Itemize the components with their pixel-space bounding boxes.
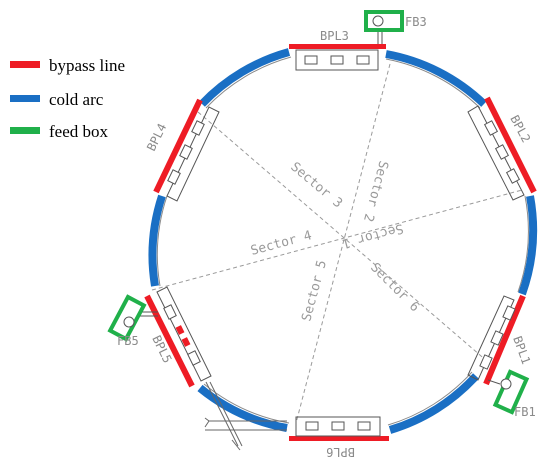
bypass-bpl5: BPL5 bbox=[140, 286, 212, 388]
bpl5-magnet-3 bbox=[187, 350, 201, 366]
cold-arcs bbox=[148, 48, 538, 434]
legend: bypass line cold arc feed box bbox=[10, 56, 125, 141]
bpl3-magnet-2 bbox=[330, 55, 344, 65]
bypass-bpl2: BPL2 bbox=[467, 96, 537, 201]
sector-4-label: Sector 4 bbox=[249, 228, 314, 259]
divider-bpl3-bpl6 bbox=[295, 63, 391, 424]
bpl3-magnet-1 bbox=[304, 55, 318, 65]
bpl1-bypass-line bbox=[483, 294, 526, 386]
transfer-lines bbox=[204, 381, 287, 451]
bpl6-magnet-3 bbox=[357, 421, 371, 431]
bpl4-magnet-3 bbox=[167, 169, 181, 185]
bpl1-magnet-3 bbox=[479, 354, 493, 370]
cold-arc-1 bbox=[385, 50, 487, 107]
bpl3-label: BPL3 bbox=[320, 29, 349, 43]
bpl2-magnet-3 bbox=[505, 168, 521, 184]
legend-feedbox-label: feed box bbox=[49, 122, 109, 141]
bpl2-magnet-2 bbox=[494, 144, 510, 160]
bpl1-magnet-1 bbox=[502, 305, 516, 321]
cold-arc-6 bbox=[199, 48, 291, 107]
bpl4-frame bbox=[166, 106, 220, 202]
bpl2-bypass-line bbox=[484, 96, 537, 194]
sector-2-label: Sector 2 bbox=[360, 159, 391, 223]
bpl2-magnet-1 bbox=[483, 120, 499, 136]
bpl3-magnet-3 bbox=[356, 55, 370, 65]
bypass-bpl6: BPL6 bbox=[289, 416, 389, 459]
bpl3-frame bbox=[295, 49, 379, 71]
sector-labels: Sector 1 Sector 2 Sector 3 Sector 4 Sect… bbox=[249, 159, 422, 323]
bpl4-label: BPL4 bbox=[144, 121, 169, 153]
fb3-box bbox=[364, 10, 404, 32]
cold-arc-2 bbox=[518, 195, 538, 296]
bpl5-red-marker-1 bbox=[175, 325, 185, 335]
bpl5-bypass-line bbox=[144, 294, 195, 388]
legend-bypass-label: bypass line bbox=[49, 56, 125, 75]
legend-arc-label: cold arc bbox=[49, 90, 104, 109]
bpl3-bypass-line bbox=[289, 44, 386, 49]
sector-5-label: Sector 5 bbox=[299, 259, 330, 323]
cold-arc-4 bbox=[197, 384, 288, 432]
bpl5-red-marker-2 bbox=[181, 337, 191, 347]
bpl4-magnet-2 bbox=[179, 144, 193, 160]
bypass-bpl1: BPL1 bbox=[467, 294, 533, 386]
fb1-port bbox=[500, 378, 512, 390]
bpl4-magnet-1 bbox=[191, 120, 205, 136]
feedbox-fb1: FB1 bbox=[492, 369, 536, 419]
divider-bpl4-bpl1 bbox=[197, 111, 489, 363]
bypass-bpl3: BPL3 bbox=[289, 28, 386, 71]
bpl6-label: BPL6 bbox=[326, 445, 355, 459]
fb5-label: FB5 bbox=[117, 334, 139, 348]
bpl6-frame bbox=[295, 416, 381, 437]
bpl5-frame bbox=[156, 286, 212, 382]
legend-arc-swatch bbox=[10, 95, 40, 102]
bpl1-frame bbox=[467, 295, 515, 381]
bpl5-magnet-1 bbox=[163, 304, 177, 320]
bpl6-bypass-line bbox=[289, 436, 389, 441]
sector-6-label: Sector 6 bbox=[367, 260, 422, 315]
fb5-port bbox=[123, 316, 135, 328]
sector-dividers bbox=[151, 63, 523, 424]
feedbox-fb5: FB5 bbox=[107, 294, 147, 348]
fb3-label: FB3 bbox=[405, 15, 427, 29]
bpl6-magnet-2 bbox=[331, 421, 345, 431]
feedbox-fb3: FB3 bbox=[364, 10, 427, 32]
fb5-box bbox=[107, 294, 147, 342]
bpl1-magnet-2 bbox=[490, 330, 504, 346]
bypass-bpl4: BPL4 bbox=[144, 98, 220, 202]
sector-3-label: Sector 3 bbox=[287, 160, 345, 212]
legend-bypass-swatch bbox=[10, 61, 40, 68]
divider-bpl5-bpl2 bbox=[151, 189, 523, 291]
fb3-port bbox=[372, 15, 384, 27]
fb1-label: FB1 bbox=[514, 405, 536, 419]
bpl2-frame bbox=[467, 105, 525, 201]
bpl1-label: BPL1 bbox=[510, 334, 533, 366]
legend-feedbox-swatch bbox=[10, 127, 40, 134]
cold-arc-3 bbox=[388, 373, 479, 434]
cold-arc-5 bbox=[148, 194, 166, 287]
sector-1-label: Sector 1 bbox=[340, 220, 404, 251]
bpl4-bypass-line bbox=[153, 98, 203, 194]
bpl6-magnet-1 bbox=[305, 421, 319, 431]
